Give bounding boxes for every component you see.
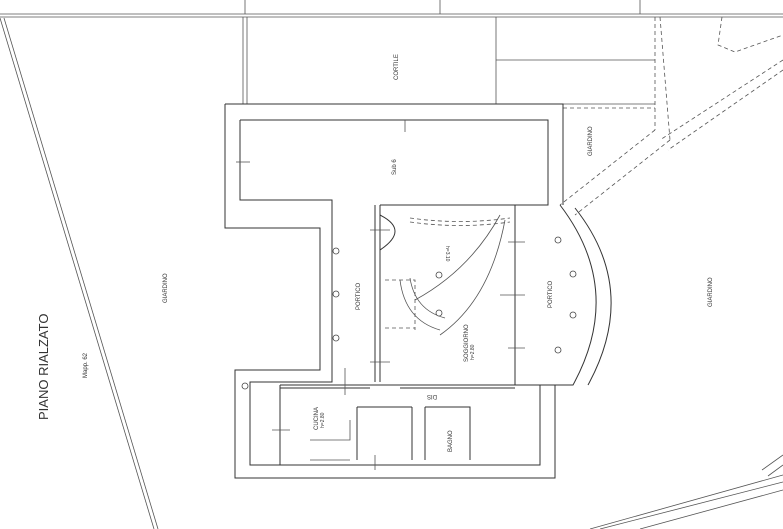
room-label-cortile: CORTILE [394, 54, 400, 80]
room-label-sub: Sub 6 [392, 159, 398, 175]
room-label-dis: DIS [427, 393, 437, 399]
soggiorno-height: h=2.80 [470, 344, 476, 360]
room-label-bagno: BAGNO [448, 430, 454, 452]
room-label-giardino-left: GIARDINO [163, 273, 169, 303]
room-label-portico-left: PORTICO [356, 282, 362, 310]
plan-title: PIANO RIALZATO [36, 314, 51, 420]
room-label-soggiorno: SOGGIORNO [464, 324, 470, 362]
room-label-portico-right: PORTICO [548, 280, 554, 308]
room-label-giardino-top: GIARDINO [588, 126, 594, 156]
cucina-height: h=2.80 [320, 412, 326, 428]
room-label-giardino-right: GIARDINO [708, 277, 714, 307]
stair-height: h=3.10 [444, 246, 450, 262]
building-walls [224, 103, 612, 479]
parcel-label: Mapp. 62 [83, 352, 89, 378]
room-label-cucina: CUCINA [314, 407, 320, 430]
